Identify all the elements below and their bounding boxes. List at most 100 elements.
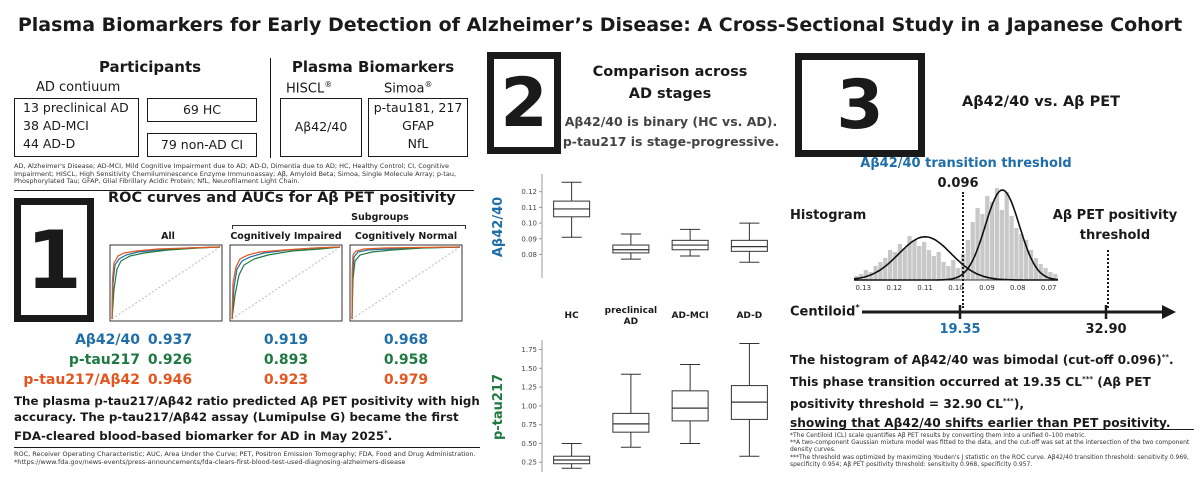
category-label: AD xyxy=(624,317,638,327)
histogram-xtick-label: 0.12 xyxy=(886,284,902,292)
histogram-bar xyxy=(956,268,961,280)
roc-panel-all xyxy=(109,244,223,322)
category-label: HC xyxy=(565,311,580,321)
auc-row-ptau-label: p-tau217 xyxy=(68,352,140,368)
histogram-bar xyxy=(1033,258,1038,280)
histogram-bar xyxy=(994,188,1000,280)
roc-curves xyxy=(109,244,463,322)
histogram-bar xyxy=(902,248,907,280)
cl-value-transition: 19.35 xyxy=(939,322,981,337)
histogram-bar xyxy=(936,252,941,280)
biomarkers-heading: Plasma Biomarkers xyxy=(291,58,455,76)
histogram-bar xyxy=(1043,268,1048,280)
ytick-label: 0.75 xyxy=(521,421,537,429)
panel-3-number: 3 xyxy=(795,53,925,157)
roc-panel-normal xyxy=(349,244,463,322)
histogram-bar xyxy=(946,266,951,280)
histogram-bar xyxy=(951,260,956,280)
ad-line-dementia: 44 AD-D xyxy=(23,136,76,151)
pet-dotted-line xyxy=(1107,250,1109,308)
hiscl-label: HISCL® xyxy=(286,80,333,97)
gaussian-component-1 xyxy=(853,235,1058,281)
histogram-bar xyxy=(970,222,975,280)
simoa-box: p-tau181, 217 GFAP NfL xyxy=(368,98,468,157)
histogram-bar xyxy=(1019,234,1024,280)
panel-2-desc-line1: Aβ42/40 is binary (HC vs. AD). xyxy=(564,114,778,129)
centiloid-axis xyxy=(862,305,1176,319)
histogram-bar xyxy=(1004,192,1009,280)
histogram-bar xyxy=(1024,240,1029,280)
roc-curve-impaired-ptau xyxy=(231,246,341,320)
centiloid-label: Centiloid* xyxy=(790,303,860,320)
auc-ratio-impaired: 0.923 xyxy=(263,372,309,388)
panel-3-footnotes: *The Centiloid (CL) scale quantifies Aβ … xyxy=(790,432,1190,468)
histogram-xtick-label: 0.07 xyxy=(1041,284,1057,292)
gaussian-component-2 xyxy=(854,189,1059,281)
roc-curve-all-ratio xyxy=(111,246,221,320)
box-preclinical-ad xyxy=(612,233,650,260)
column-divider xyxy=(270,58,271,158)
category-label: AD-D xyxy=(736,311,762,321)
panel-2-heading-line2: AD stages xyxy=(628,86,712,102)
centiloid-axis-arrowhead xyxy=(1162,305,1176,319)
auc-abeta-normal: 0.968 xyxy=(383,332,429,348)
histogram-bar xyxy=(941,262,946,280)
subgroups-bracket xyxy=(232,225,466,229)
histogram-bar xyxy=(990,202,995,280)
roc-curve-impaired-ratio xyxy=(231,246,341,320)
roc-curve-normal-ratio xyxy=(351,246,461,320)
abbreviation-note: AD, Alzheimer's Disease; AD-MCI, Mild Co… xyxy=(14,162,457,186)
ytick-label: 0.11 xyxy=(521,204,537,212)
histogram-bar xyxy=(926,250,932,280)
ytick-label: 1.75 xyxy=(521,346,537,354)
histogram-bar xyxy=(878,262,883,280)
participants-heading: Participants xyxy=(98,58,202,76)
auc-ptau-normal: 0.958 xyxy=(383,352,429,368)
histogram-label: Histogram xyxy=(790,208,867,223)
histogram-bar xyxy=(912,240,917,280)
pet-threshold-label-line1: Aβ PET positivity xyxy=(1052,208,1178,223)
ad-continuum-label: AD contiuum xyxy=(36,80,121,95)
histogram-bar xyxy=(922,242,927,280)
histogram-bar xyxy=(883,258,888,280)
panel-3-description: The histogram of Aβ42/40 was bimodal (cu… xyxy=(790,353,1174,431)
roc-diagonal-impaired xyxy=(231,246,341,320)
auc-abeta-all: 0.937 xyxy=(147,332,193,348)
box-ad-d xyxy=(730,222,768,263)
histogram-bar xyxy=(1048,272,1053,280)
box-iqr xyxy=(730,239,768,252)
histogram-bar xyxy=(975,208,980,280)
auc-ratio-all: 0.946 xyxy=(147,372,193,388)
abbreviation-divider xyxy=(14,190,474,191)
histogram-xtick-label: 0.09 xyxy=(979,284,995,292)
histogram-bar xyxy=(999,210,1004,280)
box-hc xyxy=(553,442,591,469)
histogram-bar xyxy=(1014,228,1019,280)
box-preclinical-ad xyxy=(612,373,650,448)
panel-1-summary: The plasma p-tau217/Aβ42 ratio predicted… xyxy=(14,394,480,443)
histogram-bar xyxy=(907,236,912,280)
box-iqr xyxy=(612,244,650,254)
hiscl-box: Aβ42/40 xyxy=(280,98,362,157)
ytick-label: 0.12 xyxy=(521,188,537,196)
ad-line-mci: 38 AD-MCI xyxy=(23,118,89,133)
box-ad-d xyxy=(730,343,768,457)
ytick-label: 1.00 xyxy=(521,402,537,410)
ad-line-preclinical: 13 preclinical AD xyxy=(23,100,129,115)
histogram-bar xyxy=(985,196,990,280)
ytick-label: 0.08 xyxy=(521,251,537,259)
panel-2-desc-line2: p-tau217 is stage-progressive. xyxy=(562,134,780,149)
ytick-label: 0.25 xyxy=(521,459,537,467)
histogram-bar xyxy=(888,250,893,280)
panel-1-heading: ROC curves and AUCs for Aβ PET positivit… xyxy=(108,190,456,206)
category-label: AD-MCI xyxy=(672,311,709,321)
group-label-impaired: Cognitively Impaired xyxy=(230,231,342,242)
page-title: Plasma Biomarkers for Early Detection of… xyxy=(17,14,1183,36)
roc-curve-all-ptau xyxy=(111,246,221,320)
group-label-normal: Cognitively Normal xyxy=(354,231,458,242)
transition-dotted-line xyxy=(962,192,964,308)
panel-1-footnote: ROC, Receiver Operating Characteristic; … xyxy=(14,450,476,466)
cl-value-pet: 32.90 xyxy=(1085,322,1127,337)
box-iqr xyxy=(671,390,709,422)
